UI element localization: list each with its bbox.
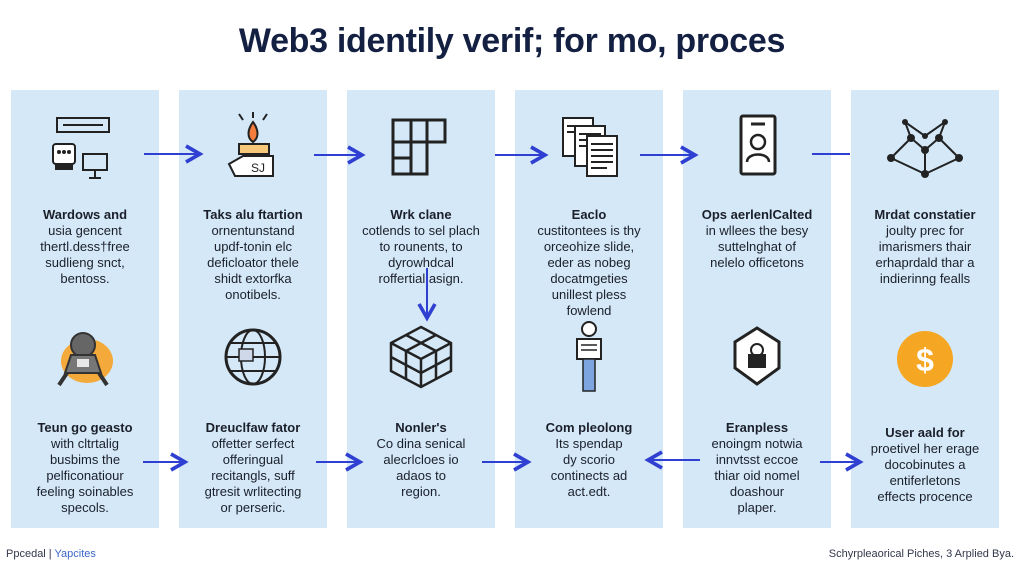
step-8-line-3: recitangls, suff: [211, 468, 295, 483]
step-5-line-1: in wllees the besy: [705, 223, 809, 238]
step-9-line-1: Co dina senical: [376, 436, 466, 451]
step-7-line-2: busbims the: [49, 452, 121, 467]
documents-icon: [515, 112, 663, 182]
step-5-caption: Ops aerlenlCalted in wllees the besy sut…: [687, 207, 827, 271]
step-7-caption: Teun go geasto with cltrtalig busbims th…: [15, 420, 155, 516]
hand-key-icon: SJ: [179, 112, 327, 182]
step-4-caption: Eaclo custitontees is thy orceohize slid…: [519, 207, 659, 319]
step-4-line-4: docatmgeties: [550, 271, 628, 286]
dollar-coin-icon: $: [851, 322, 999, 392]
step-12-line-4: effects procence: [877, 489, 973, 504]
page-title: Web3 identily verif; for mo, proces: [238, 22, 786, 60]
footer-right: Schyrpleaorical Piches, 3 Arplied Bya.: [828, 548, 1014, 560]
step-7-line-4: feeling soinables: [36, 484, 134, 499]
computer-monitor-icon: [11, 112, 159, 182]
step-6-line-2: imarismers thair: [878, 239, 972, 254]
step-10-line-3: continects ad: [550, 468, 628, 483]
step-2-line-5: onotibels.: [225, 287, 281, 302]
grid-blocks-icon: [347, 112, 495, 182]
step-9-line-3: adaos to: [396, 468, 446, 483]
step-11-caption: Eranpless enoingm notwia innvtsst eccoe …: [687, 420, 827, 516]
step-11-heading: Eranpless: [725, 420, 789, 435]
globe-icon: [179, 322, 327, 392]
step-5-heading: Ops aerlenlCalted: [701, 207, 813, 222]
step-1-line-4: bentoss.: [60, 271, 110, 286]
step-8-line-2: offeringual: [222, 452, 284, 467]
step-8-heading: Dreuclfaw fator: [205, 420, 301, 435]
step-5-line-3: nelelo officetons: [710, 255, 804, 270]
step-2-caption: Taks alu ftartion ornentunstand updf-ton…: [183, 207, 323, 303]
step-10-line-4: act.edt.: [567, 484, 611, 499]
step-4-line-2: orceohize slide,: [543, 239, 635, 254]
step-9-heading: Nonler's: [395, 420, 447, 435]
step-3-caption: Wrk clane cotlends to sel plach to roune…: [351, 207, 491, 287]
svg-text:SJ: SJ: [251, 161, 265, 175]
step-9-line-4: region.: [401, 484, 441, 499]
shield-lock-icon: [683, 322, 831, 392]
step-12-line-3: entiferletons: [889, 473, 961, 488]
step-10-line-2: dy scorio: [562, 452, 616, 467]
step-panel-1: [11, 90, 159, 528]
step-2-line-4: shidt extorfka: [214, 271, 292, 286]
step-1-line-1: usia gencent: [48, 223, 122, 238]
step-3-line-3: dyrowhdcal: [388, 255, 454, 270]
step-2-line-2: updf-tonin elc: [213, 239, 293, 254]
step-1-line-3: sudlieng snct,: [45, 255, 125, 270]
step-4-line-3: eder as nobeg: [547, 255, 631, 270]
step-1-heading: Wardows and: [42, 207, 128, 222]
step-2-line-1: ornentunstand: [211, 223, 295, 238]
step-3-line-4: roffertial asign.: [378, 271, 464, 286]
step-10-heading: Com pleolong: [545, 420, 633, 435]
step-5-line-2: suttelnghat of: [717, 239, 797, 254]
id-badge-icon: [683, 112, 831, 182]
svg-text:$: $: [916, 342, 934, 378]
step-9-caption: Nonler's Co dina senical alecrlcloes io …: [351, 420, 491, 500]
step-12-line-2: docobinutes a: [884, 457, 966, 472]
step-11-line-2: innvtsst eccoe: [715, 452, 799, 467]
step-1-line-2: thertl.dess†free: [40, 239, 130, 254]
step-9-line-2: alecrlcloes io: [383, 452, 459, 467]
astronaut-icon: [11, 322, 159, 392]
step-12-heading: User aald for: [885, 425, 965, 440]
step-10-line-1: Its spendap: [555, 436, 623, 451]
cube-icon: [347, 322, 495, 392]
step-4-line-1: custitontees is thy: [537, 223, 641, 238]
step-6-line-1: joulty prec for: [885, 223, 965, 238]
step-11-line-3: thiar oid nomel: [714, 468, 800, 483]
step-7-heading: Teun go geasto: [37, 420, 133, 435]
step-6-caption: Mrdat constatier joulty prec for imarism…: [855, 207, 995, 287]
step-3-line-2: to rounents, to: [379, 239, 463, 254]
step-7-line-1: with cltrtalig: [51, 436, 119, 451]
network-nodes-icon: [851, 112, 999, 182]
footer-left: Ppcedal | Yapcites: [6, 548, 96, 560]
step-11-line-5: plaper.: [737, 500, 777, 515]
step-12-caption: User aald for proetivel her erage docobi…: [855, 425, 995, 505]
step-8-caption: Dreuclfaw fator offetter serfect offerin…: [183, 420, 323, 516]
step-6-line-3: erhaprdald thar a: [875, 255, 975, 270]
step-2-line-3: deficloator thele: [207, 255, 299, 270]
step-8-line-1: offetter serfect: [211, 436, 295, 451]
step-12-line-1: proetivel her erage: [870, 441, 980, 456]
footer-left-main: Ppcedal |: [6, 548, 55, 560]
step-8-line-5: or perseric.: [220, 500, 286, 515]
step-4-line-5: unillest pless: [551, 287, 627, 302]
step-11-line-4: doashour: [729, 484, 785, 499]
step-3-line-1: cotlends to sel plach: [362, 223, 480, 238]
step-4-heading: Eaclo: [571, 207, 607, 222]
step-6-line-4: indierinng fealls: [879, 271, 971, 286]
footer-left-link[interactable]: Yapcites: [54, 548, 96, 560]
step-8-line-4: gtresit wrlitecting: [204, 484, 302, 499]
step-11-line-1: enoingm notwia: [711, 436, 803, 451]
step-7-line-3: pelficonatiour: [46, 468, 124, 483]
step-10-caption: Com pleolong Its spendap dy scorio conti…: [519, 420, 659, 500]
step-3-heading: Wrk clane: [390, 207, 452, 222]
step-4-line-6: fowlend: [566, 303, 612, 318]
step-6-heading: Mrdat constatier: [874, 207, 976, 222]
step-7-line-5: specols.: [61, 500, 109, 515]
person-scroll-icon: [515, 321, 663, 392]
step-1-caption: Wardows and usia gencent thertl.dess†fre…: [15, 207, 155, 287]
step-2-heading: Taks alu ftartion: [203, 207, 303, 222]
